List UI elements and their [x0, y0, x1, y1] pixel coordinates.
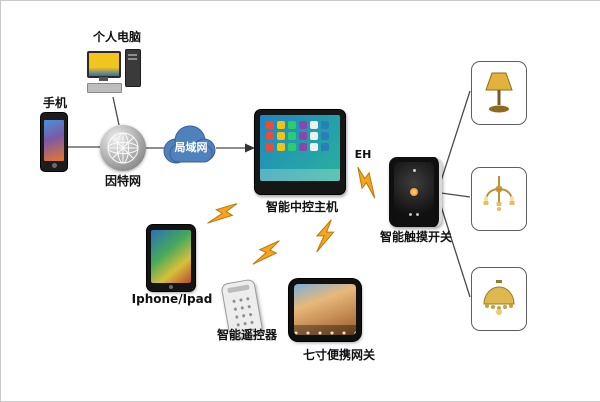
pc-monitor [87, 51, 121, 78]
switch-button-dot [416, 213, 420, 216]
edge-switch-lamp2 [440, 192, 471, 198]
ceiling-lamp-icon [483, 280, 515, 315]
gateway-dock-icons [294, 325, 356, 335]
label-internet: 因特网 [104, 174, 141, 188]
label-eh: EH [354, 148, 372, 161]
label-ipad: Iphone/Ipad [131, 292, 213, 306]
host-dock-bar [260, 169, 340, 181]
lightning-bolts [207, 166, 376, 265]
table-lamp-icon [485, 72, 513, 113]
connector-lines [68, 90, 471, 298]
lightning-remote-host [252, 240, 280, 265]
lightning-host-switch [357, 166, 376, 199]
switch-sensor-dot [412, 169, 416, 173]
smart-touch-switch [389, 157, 442, 227]
edge-switch-lamp1 [440, 90, 471, 182]
phone-home-button [51, 163, 57, 168]
lightning-gateway-host [315, 219, 335, 253]
label-remote: 智能遥控器 [216, 328, 277, 342]
host-screen [260, 115, 340, 181]
table-lamp-card [471, 61, 527, 125]
label-lan: 局域网 [174, 141, 208, 154]
ipad-icon [147, 225, 195, 291]
central-control-host [254, 109, 346, 195]
edge-switch-lamp3 [440, 205, 471, 298]
internet-globe-icon [100, 125, 146, 171]
ipad-home-button [169, 285, 173, 289]
pc-keyboard [87, 83, 122, 93]
switch-indicator-light [410, 188, 418, 196]
switch-button-dot [409, 213, 413, 216]
label-pc: 个人电脑 [92, 30, 141, 44]
edge-pc-internet [112, 96, 120, 126]
gateway-screen [294, 284, 356, 335]
ipad-screen [151, 230, 191, 283]
mobile-phone-icon [41, 113, 67, 171]
label-phone: 手机 [42, 96, 67, 110]
phone-screen [44, 120, 64, 161]
ceiling-lamp-card [471, 267, 527, 331]
label-host: 智能中控主机 [265, 200, 338, 214]
label-switch: 智能触摸开关 [379, 230, 452, 244]
lightning-host-ipad [207, 203, 238, 224]
chandelier-card [471, 167, 527, 231]
label-gateway: 七寸便携网关 [302, 348, 375, 362]
chandelier-icon [483, 176, 515, 211]
portable-gateway-icon [289, 279, 361, 341]
arrowhead [245, 143, 255, 153]
lan-cloud [163, 125, 216, 164]
switch-panel [394, 162, 434, 222]
desktop-computer-icon [87, 47, 143, 97]
pc-stand [99, 77, 108, 81]
host-app-icons [266, 121, 336, 151]
globe-wireframe [107, 132, 139, 164]
pc-tower [125, 49, 141, 87]
